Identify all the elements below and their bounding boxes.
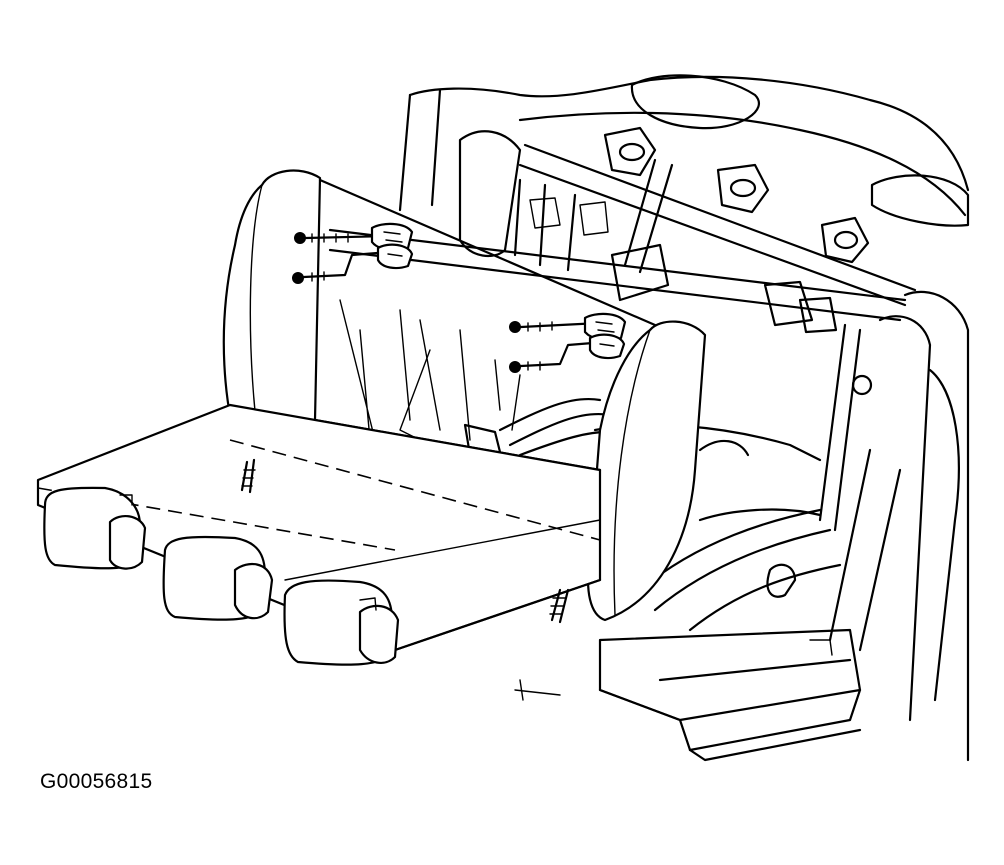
rear-seat-cushion — [36, 403, 602, 666]
seatback-bolts-upper — [292, 222, 414, 284]
figure-id-label: G00056815 — [40, 770, 153, 793]
seatback-bolts-lower — [509, 312, 627, 373]
vehicle-rear-body — [328, 74, 970, 762]
